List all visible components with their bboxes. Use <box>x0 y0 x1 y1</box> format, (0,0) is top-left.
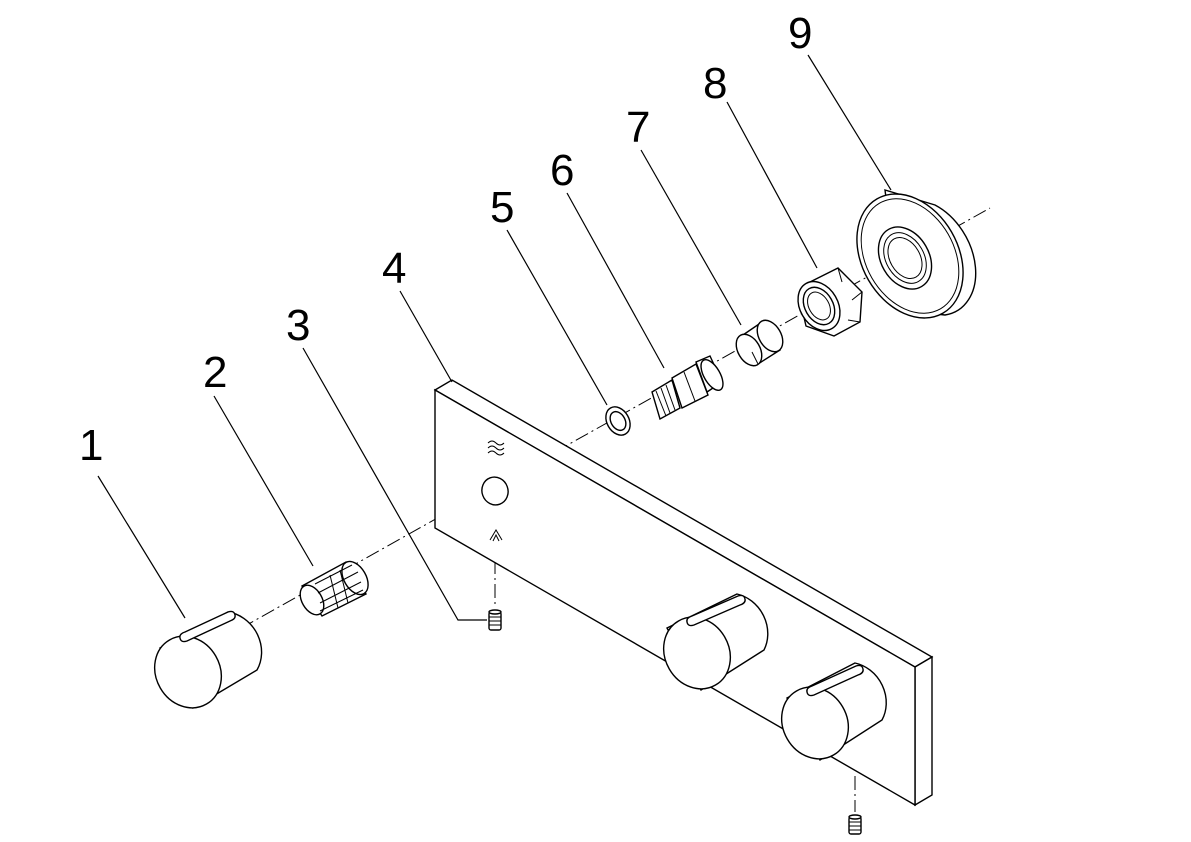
leader-1 <box>97 475 186 619</box>
leader-6 <box>566 192 665 369</box>
callout-4: 4 <box>382 244 406 293</box>
callout-8: 8 <box>703 59 727 108</box>
leader-3 <box>302 347 487 621</box>
handle-knob <box>153 610 263 709</box>
callout-6: 6 <box>550 146 574 195</box>
leader-8 <box>726 101 818 269</box>
handle-knob-on-plate-upper <box>662 593 769 691</box>
callout-9: 9 <box>788 9 812 58</box>
spline-adapter <box>299 560 369 617</box>
leader-4 <box>399 290 453 383</box>
valve-cartridge <box>651 355 724 421</box>
leader-7 <box>640 149 742 326</box>
callout-1: 1 <box>79 421 103 470</box>
set-screw-lower <box>848 814 862 835</box>
set-screw <box>488 609 502 631</box>
leader-lines <box>97 54 892 621</box>
callout-2: 2 <box>203 348 227 397</box>
callout-labels: 1 2 3 4 5 6 7 8 9 <box>79 9 812 470</box>
handle-knob-on-plate-lower <box>780 662 887 762</box>
leader-2 <box>213 395 314 567</box>
cover-plate <box>433 379 934 807</box>
shower-symbol-icon <box>489 529 503 542</box>
o-ring <box>605 406 631 436</box>
split-ring <box>735 319 784 367</box>
bath-symbol-icon <box>487 440 505 456</box>
leader-9 <box>807 54 892 191</box>
callout-3: 3 <box>286 301 310 350</box>
mounting-flange <box>856 189 977 319</box>
hex-nut <box>797 267 863 337</box>
callout-7: 7 <box>626 103 650 152</box>
leader-5 <box>506 229 608 406</box>
callout-5: 5 <box>490 183 514 232</box>
plate-hole <box>481 476 509 506</box>
